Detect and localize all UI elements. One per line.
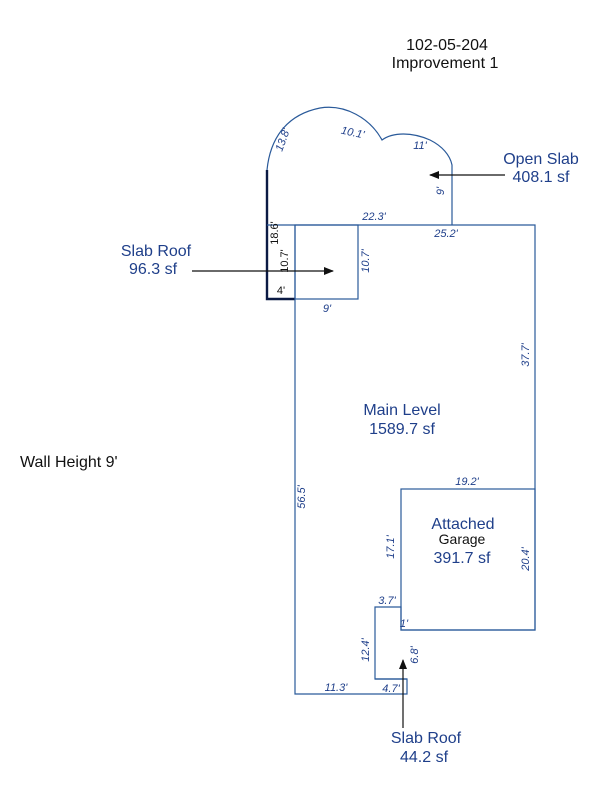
dim-garage-right: 20.4' <box>520 546 532 571</box>
dim-arc-right: 11' <box>413 140 427 152</box>
open-slab-outline <box>266 106 453 225</box>
main-level-outline <box>294 224 536 695</box>
slab-roof-square <box>294 224 359 300</box>
dim-notch-right: 1' <box>400 618 409 630</box>
dim-top-top: 22.3' <box>361 211 386 223</box>
wall-height-label: Wall Height 9' <box>20 454 118 471</box>
dim-garage-top: 19.2' <box>455 476 479 488</box>
dim-main-right: 37.7' <box>520 342 532 366</box>
dim-main-left: 56.5' <box>296 484 308 508</box>
open-slab-name: Open Slab <box>503 151 579 168</box>
dim-slab-bottom: 9' <box>323 303 332 315</box>
slab-roof-bottom-name: Slab Roof <box>391 730 462 747</box>
improvement-title: Improvement 1 <box>392 55 499 72</box>
slab-roof-top-name: Slab Roof <box>121 243 192 260</box>
slab-roof-top-area: 96.3 sf <box>129 261 178 278</box>
dim-slab-right: 10.7' <box>360 248 372 272</box>
dim-garage-left: 17.1' <box>385 534 397 558</box>
dim-slab-bottom-left: 4' <box>277 285 285 297</box>
main-level-area: 1589.7 sf <box>369 421 435 438</box>
dim-arc-left: 13.8' <box>274 126 294 153</box>
slab-roof-top-outline <box>265 170 295 301</box>
dim-slab-left-outer: 18.6' <box>269 221 281 245</box>
main-level-name: Main Level <box>363 402 440 419</box>
dim-notch-left: 12.4' <box>360 637 372 661</box>
dim-bottom-notch: 4.7' <box>382 683 400 695</box>
dim-top-right: 25.2' <box>433 228 458 240</box>
garage-area: 391.7 sf <box>434 550 491 567</box>
dim-notch-inner: 6.8' <box>409 645 421 663</box>
garage-outline <box>400 488 536 631</box>
dim-arc-middle: 10.1' <box>340 125 366 142</box>
dim-bottom-left: 11.3' <box>325 682 349 694</box>
slab-roof-bottom-area: 44.2 sf <box>400 749 449 766</box>
garage-name-line1: Attached <box>431 516 494 533</box>
dim-open-slab-right: 9' <box>435 186 447 195</box>
open-slab-area: 408.1 sf <box>513 169 570 186</box>
dim-notch-top: 3.7' <box>378 595 396 607</box>
garage-name-line2: Garage <box>439 531 486 547</box>
dim-slab-left-inner: 10.7' <box>279 249 291 273</box>
parcel-id: 102-05-204 <box>406 37 488 54</box>
